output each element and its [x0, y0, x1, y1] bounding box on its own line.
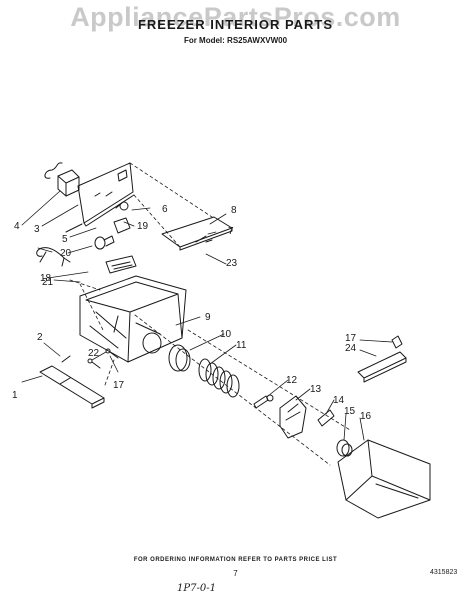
callout-1: 1: [12, 390, 18, 401]
handwritten-note: 1P7-0-1: [177, 583, 216, 594]
callout-6: 6: [162, 204, 168, 215]
model-line: For Model: RS25AWXVW00: [183, 36, 288, 45]
callout-19: 19: [137, 221, 149, 232]
mounting-bracket: [357, 335, 407, 383]
callout-17-lower: 17: [113, 380, 125, 391]
light-shield: [105, 255, 137, 274]
callout-11: 11: [236, 340, 247, 351]
damper-motor: [44, 162, 80, 197]
screw: [65, 223, 207, 369]
ordering-note: FOR ORDERING INFORMATION REFER TO PARTS …: [133, 557, 338, 563]
callout-2: 2: [37, 332, 43, 343]
callout-17-upper: 17: [345, 333, 357, 344]
page-title: FREEZER INTERIOR PARTS: [137, 17, 334, 32]
light-bulb: [94, 235, 115, 250]
callout-labels: 1 2 3 4 5 6 7 8 9 10 11 12 13 14 15 16 1…: [12, 204, 372, 422]
leader-lines: [21, 190, 393, 441]
dispenser-front-cover: [337, 439, 431, 519]
door-flap: [279, 395, 307, 439]
clip: [317, 409, 335, 427]
gasket-ring: [168, 344, 191, 372]
callout-4: 4: [14, 221, 20, 232]
ice-bin-housing: [79, 275, 187, 363]
callout-13: 13: [310, 384, 322, 395]
document-number: 4315823: [430, 569, 458, 576]
callout-22: 22: [88, 348, 100, 359]
lamp-socket: [113, 201, 131, 234]
callout-16: 16: [360, 411, 372, 422]
spring-coil: [198, 358, 240, 398]
callout-9: 9: [205, 312, 211, 323]
callout-10: 10: [220, 329, 232, 340]
callout-18: 18: [40, 273, 52, 284]
callout-20: 20: [60, 248, 72, 259]
page-number: 7: [233, 569, 238, 578]
callout-3: 3: [34, 224, 40, 235]
callout-8: 8: [231, 205, 237, 216]
callout-5: 5: [62, 234, 68, 245]
wire-harness: [36, 247, 71, 267]
cover-panel: [161, 216, 233, 251]
callout-7: 7: [228, 226, 234, 237]
callout-23: 23: [226, 258, 238, 269]
slide-rail: [39, 355, 105, 409]
crank-arm: [253, 394, 274, 409]
callout-21: 21: [42, 277, 54, 288]
callout-12: 12: [286, 375, 298, 386]
mounting-plate: [77, 162, 135, 227]
alignment-lines: [69, 162, 351, 466]
callout-14: 14: [333, 395, 345, 406]
callout-15: 15: [344, 406, 356, 417]
callout-24: 24: [345, 343, 357, 354]
watermark: AppliancePartsPros.com: [70, 2, 401, 32]
